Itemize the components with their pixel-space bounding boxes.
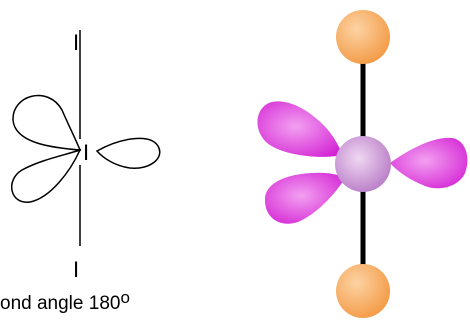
atom-label-top: I [73, 30, 79, 55]
lone-pair-right [95, 137, 161, 169]
model-lone-pair-upper-left [257, 101, 342, 157]
atom-label-central: I [83, 140, 89, 165]
model-lone-pair-lower-left [264, 172, 345, 224]
model-lone-pair-right [390, 137, 468, 189]
degree-symbol: o [120, 288, 130, 307]
ball-model [257, 10, 468, 318]
model-terminal-atom-top [336, 10, 390, 64]
model-central-atom [335, 136, 391, 192]
lone-pair-lower-left [11, 148, 82, 203]
lone-pair-upper-left [12, 94, 82, 151]
bond-angle-caption: ond angle 180o [0, 289, 130, 316]
atom-label-bottom: I [73, 257, 79, 282]
bond-angle-text: ond angle 180 [0, 293, 121, 314]
model-terminal-atom-bottom [336, 264, 390, 318]
lewis-structure: I I I [11, 30, 161, 282]
